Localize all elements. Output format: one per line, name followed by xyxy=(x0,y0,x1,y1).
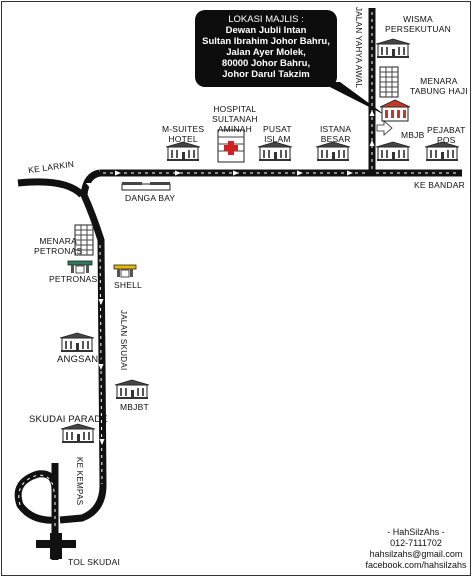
venue-dewan-jubli-intan xyxy=(379,99,411,122)
building-mbjbt xyxy=(114,379,150,400)
label-ke-kempas: KE KEMPAS xyxy=(75,457,84,506)
callout-line-4: 80000 Johor Bahru, xyxy=(221,58,311,69)
label-angsana: ANGSANA xyxy=(57,354,105,365)
callout-line-2: Sultan Ibrahim Johor Bahru, xyxy=(202,36,330,47)
label-m-suites: M-SUITES HOTEL xyxy=(162,124,205,144)
label-danga-bay: DANGA BAY xyxy=(125,193,176,203)
label-mbjb: MBJB xyxy=(401,130,425,140)
building-istana-besar xyxy=(315,141,351,162)
label-shell: SHELL xyxy=(114,280,142,290)
building-hospital xyxy=(217,129,245,163)
label-petronas: PETRONAS xyxy=(49,274,98,284)
building-skudai-parade xyxy=(60,423,96,444)
entrance-arrow xyxy=(376,120,393,136)
callout-line-1: Dewan Jubli Intan xyxy=(225,25,307,36)
building-m-suites xyxy=(165,141,201,162)
road-jalan-skudai xyxy=(59,169,107,524)
label-ke-bandar: KE BANDAR xyxy=(414,180,465,190)
label-pusat-islam: PUSAT ISLAM xyxy=(263,124,292,144)
station-shell xyxy=(113,264,137,278)
callout-title: LOKASI MAJLIS : xyxy=(228,14,304,25)
label-menara-petronas: MENARA PETRONAS xyxy=(34,236,83,256)
venue-callout: LOKASI MAJLIS : Dewan Jubli Intan Sultan… xyxy=(195,10,337,87)
label-jalan-yahya-awal: JALAN YAHYA AWAL xyxy=(354,7,363,89)
credits: - HahSilzAhs - 012-7111702 hahsilzahs@gm… xyxy=(362,527,470,571)
toll-bar xyxy=(36,540,76,548)
building-mbjb xyxy=(375,141,411,162)
label-mbjbt: MBJBT xyxy=(120,402,149,412)
direction-arrows xyxy=(27,110,375,497)
station-petronas xyxy=(67,260,93,274)
building-angsana xyxy=(59,332,95,353)
label-tol-skudai: TOL SKUDAI xyxy=(68,557,121,567)
building-pusat-islam xyxy=(257,141,293,162)
road-ke-larkin xyxy=(17,178,85,198)
label-wisma-persekutuan: WISMA PERSEKUTUAN xyxy=(385,14,451,34)
building-menara-tabung-haji xyxy=(379,66,399,98)
label-jalan-skudai: JALAN SKUDAI xyxy=(119,310,128,371)
credit-email[interactable]: hahsilzahs@gmail.com xyxy=(369,549,463,559)
building-danga-bay xyxy=(121,182,171,191)
label-istana-besar: ISTANA BESAR xyxy=(320,124,352,144)
callout-line-5: Johor Darul Takzim xyxy=(222,69,310,80)
credit-phone: 012-7111702 xyxy=(390,538,442,548)
credit-name: - HahSilzAhs - xyxy=(387,527,445,537)
callout-line-3: Jalan Ayer Molek, xyxy=(226,47,306,58)
label-pejabat-pos: PEJABAT POS xyxy=(427,125,466,145)
building-wisma-persekutuan xyxy=(375,38,411,59)
label-menara-tabung-haji: MENARA TABUNG HAJI xyxy=(410,76,468,96)
credit-facebook[interactable]: facebook.com/hahsilzahs xyxy=(365,560,467,570)
label-hospital: HOSPITAL SULTANAH AMINAH xyxy=(212,104,258,134)
label-skudai-parade: SKUDAI PARADE xyxy=(29,414,108,425)
